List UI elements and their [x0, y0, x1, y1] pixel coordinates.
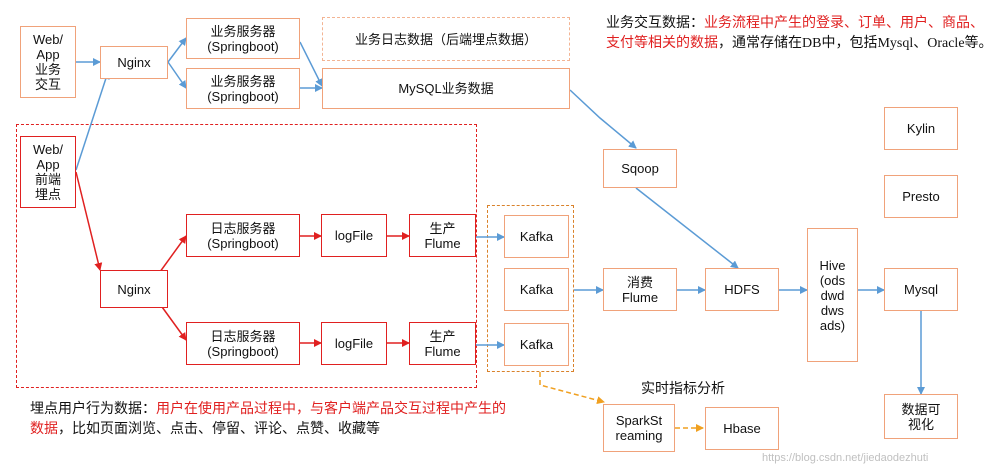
arrow-nginx-to-biz2 [167, 61, 187, 89]
business-note-highlight: 业务流程中产生的登录、订单、用户、商品、支付等相关的数据 [606, 16, 984, 51]
realtime-analysis-label: 实时指标分析 [641, 380, 725, 396]
kafka-2-node: Kafka [504, 268, 569, 311]
arrow-sqoop-to-hdfs [635, 187, 739, 269]
business-note-prefix: 业务交互数据： [606, 16, 704, 31]
arrow-mysql-to-sqoop [569, 89, 637, 149]
logfile-1-node: logFile [321, 214, 387, 257]
biz-server-1-node: 业务服务器 (Springboot) [186, 18, 300, 59]
presto-node: Presto [884, 175, 958, 218]
arrow-kafka-to-spark [539, 372, 605, 405]
business-data-note: 业务交互数据：业务流程中产生的登录、订单、用户、商品、支付等相关的数据，通常存储… [606, 14, 996, 54]
biz-log-node: 业务日志数据（后端埋点数据） [322, 17, 570, 61]
log-server-1-node: 日志服务器 (Springboot) [186, 214, 300, 257]
frontend-tracking-region [16, 124, 477, 388]
kafka-1-node: Kafka [504, 215, 569, 258]
kylin-node: Kylin [884, 107, 958, 150]
web-app-business-node: Web/ App 业务 交互 [20, 26, 76, 98]
flume-consumer-node: 消费 Flume [603, 268, 677, 311]
biz-server-2-node: 业务服务器 (Springboot) [186, 68, 300, 109]
arrow-biz1-to-mysql [299, 41, 323, 87]
spark-streaming-node: SparkSt reaming [603, 404, 675, 452]
logfile-2-node: logFile [321, 322, 387, 365]
arrow-nginx-to-log1 [156, 235, 187, 277]
tracking-note-suffix: ，比如页面浏览、点击、停留、评论、点赞、收藏等 [58, 422, 380, 437]
tracking-data-note: 埋点用户行为数据：用户在使用产品过程中，与客户端产品交互过程中产生的数据，比如页… [30, 400, 510, 440]
nginx-top-node: Nginx [100, 46, 168, 79]
business-note-suffix: ，通常存储在DB中，包括Mysql、Oracle等。 [718, 36, 993, 51]
tracking-note-prefix: 埋点用户行为数据： [30, 402, 156, 417]
hdfs-node: HDFS [705, 268, 779, 311]
hbase-node: Hbase [705, 407, 779, 450]
web-app-tracking-node: Web/ App 前端 埋点 [20, 136, 76, 208]
hive-node: Hive (ods dwd dws ads) [807, 228, 858, 362]
arrow-front-to-nginx-top [75, 71, 110, 171]
arrow-front-to-nginx-bottom [75, 171, 103, 271]
flume-producer-2-node: 生产 Flume [409, 322, 476, 365]
mysql-node: Mysql [884, 268, 958, 311]
data-visualization-node: 数据可 视化 [884, 394, 958, 439]
sqoop-node: Sqoop [603, 149, 677, 188]
kafka-cluster-region [487, 205, 574, 372]
log-server-2-node: 日志服务器 (Springboot) [186, 322, 300, 365]
kafka-3-node: Kafka [504, 323, 569, 366]
nginx-bottom-node: Nginx [100, 270, 168, 308]
watermark: https://blog.csdn.net/jiedaodezhuti [762, 452, 929, 464]
mysql-biz-node: MySQL业务数据 [322, 68, 570, 109]
flume-producer-1-node: 生产 Flume [409, 214, 476, 257]
arrow-nginx-to-biz1 [167, 37, 187, 63]
tracking-note-highlight: 用户在使用产品过程中，与客户端产品交互过程中产生的数据 [30, 402, 506, 437]
